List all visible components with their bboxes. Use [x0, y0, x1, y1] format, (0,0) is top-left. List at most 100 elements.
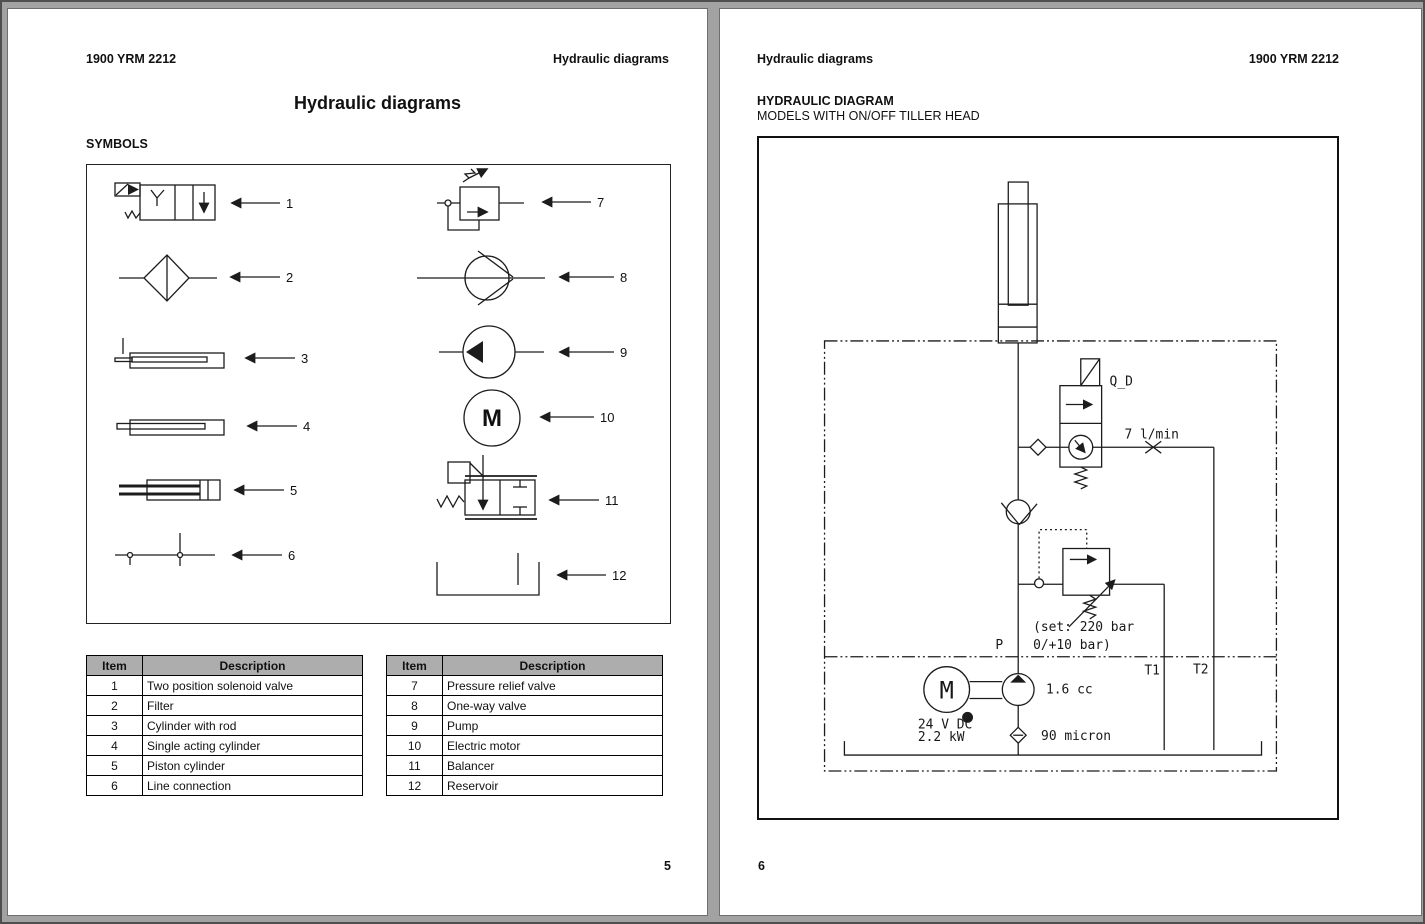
- col-header-item: Item: [86, 655, 143, 676]
- item-description: Cylinder with rod: [142, 715, 363, 736]
- electric-motor-icon: [923, 666, 971, 714]
- suction-filter-label: 90 micron: [1041, 729, 1111, 744]
- port-p-label: P: [995, 638, 1003, 653]
- manual-page-6: Hydraulic diagrams 1900 YRM 2212 HYDRAUL…: [719, 8, 1422, 916]
- pilot-junction: [1033, 578, 1045, 589]
- symbol-reservoir: [436, 553, 606, 596]
- symbol-piston-cylinder: [119, 479, 284, 501]
- symbol-label-12: 12: [612, 568, 626, 583]
- item-description: Line connection: [142, 775, 363, 796]
- header-chapter: Hydraulic diagrams: [757, 52, 874, 66]
- section-subheading-models: MODELS WITH ON/OFF TILLER HEAD: [757, 109, 980, 123]
- header-chapter: Hydraulic diagrams: [552, 52, 669, 66]
- symbol-label-3: 3: [301, 351, 308, 366]
- pressure-setting-line1: (set: 220 bar: [1033, 620, 1134, 635]
- symbol-filter: [119, 254, 280, 302]
- item-number: 2: [86, 695, 143, 716]
- item-number: 4: [86, 735, 143, 756]
- item-number: 1: [86, 675, 143, 696]
- check-valve: [1000, 499, 1038, 526]
- symbol-label-1: 1: [286, 196, 293, 211]
- valve-spring-icon: [1072, 466, 1089, 490]
- junction-dot: [962, 711, 974, 723]
- symbol-pressure-relief-valve: [437, 168, 591, 231]
- symbol-two-position-solenoid-valve: [114, 182, 280, 221]
- motor-voltage-label: 24 V DC: [918, 717, 972, 732]
- symbol-single-acting-cylinder: [116, 419, 297, 436]
- header-doc-code: 1900 YRM 2212: [1248, 52, 1339, 66]
- symbol-line-connection: [115, 533, 282, 566]
- table-header-row: Item Description: [86, 655, 363, 676]
- motor-power-label: 2.2 kW: [918, 730, 965, 745]
- symbol-electric-motor: [463, 389, 594, 447]
- motor-pump-group: [923, 666, 1035, 756]
- symbol-label-7: 7: [597, 195, 604, 210]
- item-number: 3: [86, 715, 143, 736]
- item-description: Pump: [442, 715, 663, 736]
- symbol-pump: [439, 325, 614, 379]
- section-heading-hydraulic-diagram: HYDRAULIC DIAGRAM: [757, 94, 894, 108]
- port-t1-label: T1: [1144, 664, 1160, 679]
- lowering-solenoid-valve: [1059, 358, 1103, 490]
- header-doc-code: 1900 YRM 2212: [86, 52, 177, 66]
- item-number: 5: [86, 755, 143, 776]
- item-description: Balancer: [442, 755, 663, 776]
- item-description: Two position solenoid valve: [142, 675, 363, 696]
- flow-rate-label: 7 l/min: [1124, 427, 1178, 442]
- hydraulic-schematic-figure: Q_D 7 l/min (set: 220 bar 0/+10 bar) P T…: [757, 136, 1339, 820]
- hydraulic-symbols-figure: M 1 2 3 4 5 6 7 8 9 10 11 12: [86, 164, 671, 624]
- symbol-balancer: [436, 455, 599, 520]
- valve-label: Q_D: [1110, 375, 1133, 390]
- item-description: Piston cylinder: [142, 755, 363, 776]
- motor-m-letter: M: [482, 405, 502, 432]
- symbol-cylinder-with-rod: [114, 338, 295, 369]
- item-number: 10: [386, 735, 443, 756]
- item-number: 12: [386, 775, 443, 796]
- pilot-line: [1038, 528, 1088, 579]
- item-description: One-way valve: [442, 695, 663, 716]
- item-description: Filter: [142, 695, 363, 716]
- symbol-label-8: 8: [620, 270, 627, 285]
- power-unit-boundary: [823, 340, 1278, 772]
- item-description: Pressure relief valve: [442, 675, 663, 696]
- motor-m-letter: M: [940, 676, 954, 704]
- pressure-setting-line2: 0/+10 bar): [1033, 638, 1111, 653]
- symbol-label-2: 2: [286, 270, 293, 285]
- page-title: Hydraulic diagrams: [293, 93, 462, 113]
- item-number: 8: [386, 695, 443, 716]
- col-header-description: Description: [442, 655, 663, 676]
- item-number: 9: [386, 715, 443, 736]
- page-number: 5: [664, 859, 671, 873]
- symbol-label-4: 4: [303, 419, 310, 434]
- item-description: Reservoir: [442, 775, 663, 796]
- symbol-label-11: 11: [605, 493, 619, 508]
- table-header-row: Item Description: [386, 655, 663, 676]
- port-t2-label: T2: [1193, 663, 1209, 678]
- page-number: 6: [758, 859, 765, 873]
- lift-cylinder: [997, 181, 1038, 344]
- symbol-label-6: 6: [288, 548, 295, 563]
- item-number: 7: [386, 675, 443, 696]
- symbol-one-way-valve: [417, 250, 614, 306]
- symbol-label-9: 9: [620, 345, 627, 360]
- relief-spring-icon: [1081, 594, 1098, 620]
- item-description: Electric motor: [442, 735, 663, 756]
- manual-page-5: 1900 YRM 2212 Hydraulic diagrams Hydraul…: [7, 8, 708, 916]
- item-number: 6: [86, 775, 143, 796]
- lowering-line: [1018, 438, 1215, 751]
